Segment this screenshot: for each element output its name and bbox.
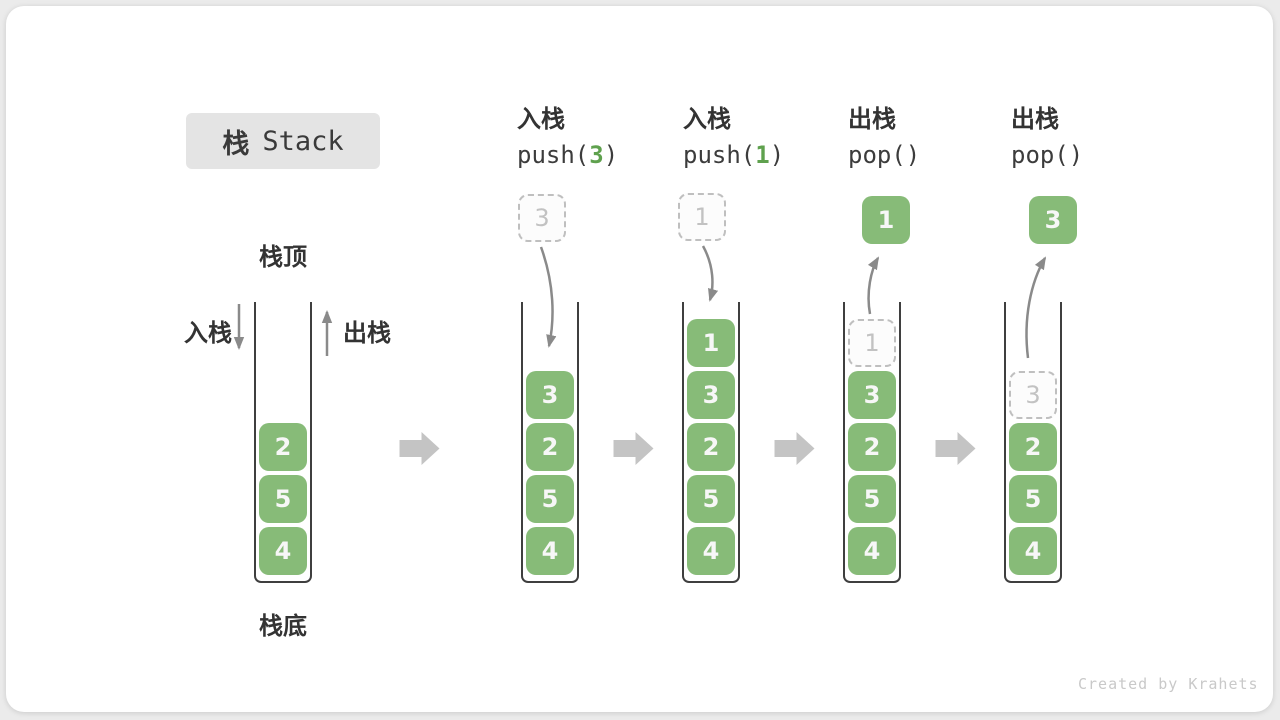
stack-cell: 2 <box>687 423 735 471</box>
step-arrow-icon <box>935 432 976 465</box>
credit-text: Created by Krahets <box>1078 675 1259 693</box>
stack-cell: 5 <box>259 475 307 523</box>
floating-value-box: 1 <box>678 193 726 241</box>
stack-container <box>521 302 579 583</box>
push-1-curve-arrow-icon <box>701 245 719 302</box>
stack-cell: 3 <box>1009 371 1057 419</box>
stack-container <box>254 302 312 583</box>
stack-cell: 3 <box>526 371 574 419</box>
stack-cell: 5 <box>848 475 896 523</box>
stack-cell: 1 <box>848 319 896 367</box>
floating-value-box: 1 <box>862 196 910 244</box>
step-arrow-icon <box>613 432 654 465</box>
stack-cell: 2 <box>259 423 307 471</box>
step-arrow-icon <box>399 432 440 465</box>
step-code-pre: pop( <box>1011 141 1069 169</box>
floating-value-box: 3 <box>518 194 566 242</box>
step-code-label: pop() <box>848 141 920 169</box>
stack-cell: 3 <box>848 371 896 419</box>
stack-bottom-label: 栈底 <box>259 613 307 640</box>
step-code-label: pop() <box>1011 141 1083 169</box>
step-code-post: ) <box>1068 141 1084 169</box>
stack-cell: 4 <box>687 527 735 575</box>
pop-direction-label: 出栈 <box>343 320 391 347</box>
stack-cell: 2 <box>526 423 574 471</box>
stack-cell: 5 <box>526 475 574 523</box>
step-code-label: push(3) <box>517 141 618 169</box>
stack-cell: 5 <box>687 475 735 523</box>
step-code-pre: push( <box>517 141 590 169</box>
title-zh: 栈 <box>222 128 250 159</box>
step-op-label: 入栈 <box>517 106 565 133</box>
step-code-post: ) <box>603 141 619 169</box>
step-code-arg: 3 <box>589 141 604 169</box>
stack-cell: 2 <box>1009 423 1057 471</box>
step-arrow-icon <box>774 432 815 465</box>
title-badge: 栈 Stack <box>186 113 380 169</box>
step-op-label: 出栈 <box>848 106 896 133</box>
stack-container <box>1004 302 1062 583</box>
stack-cell: 4 <box>848 527 896 575</box>
push-direction-label: 入栈 <box>184 320 232 347</box>
step-code-post: ) <box>905 141 921 169</box>
stack-cell: 1 <box>687 319 735 367</box>
stack-container <box>682 302 740 583</box>
title-en: Stack <box>262 125 344 157</box>
stack-cell: 3 <box>687 371 735 419</box>
stack-cell: 4 <box>259 527 307 575</box>
step-code-label: push(1) <box>683 141 784 169</box>
stack-cell: 4 <box>526 527 574 575</box>
step-code-post: ) <box>769 141 785 169</box>
floating-value-box: 3 <box>1029 196 1077 244</box>
step-op-label: 出栈 <box>1011 106 1059 133</box>
step-code-pre: pop( <box>848 141 906 169</box>
stack-cell: 4 <box>1009 527 1057 575</box>
step-op-label: 入栈 <box>683 106 731 133</box>
step-code-arg: 1 <box>755 141 770 169</box>
step-code-pre: push( <box>683 141 756 169</box>
stack-top-label: 栈顶 <box>259 244 307 271</box>
stack-container <box>843 302 901 583</box>
stack-cell: 2 <box>848 423 896 471</box>
stack-cell: 5 <box>1009 475 1057 523</box>
